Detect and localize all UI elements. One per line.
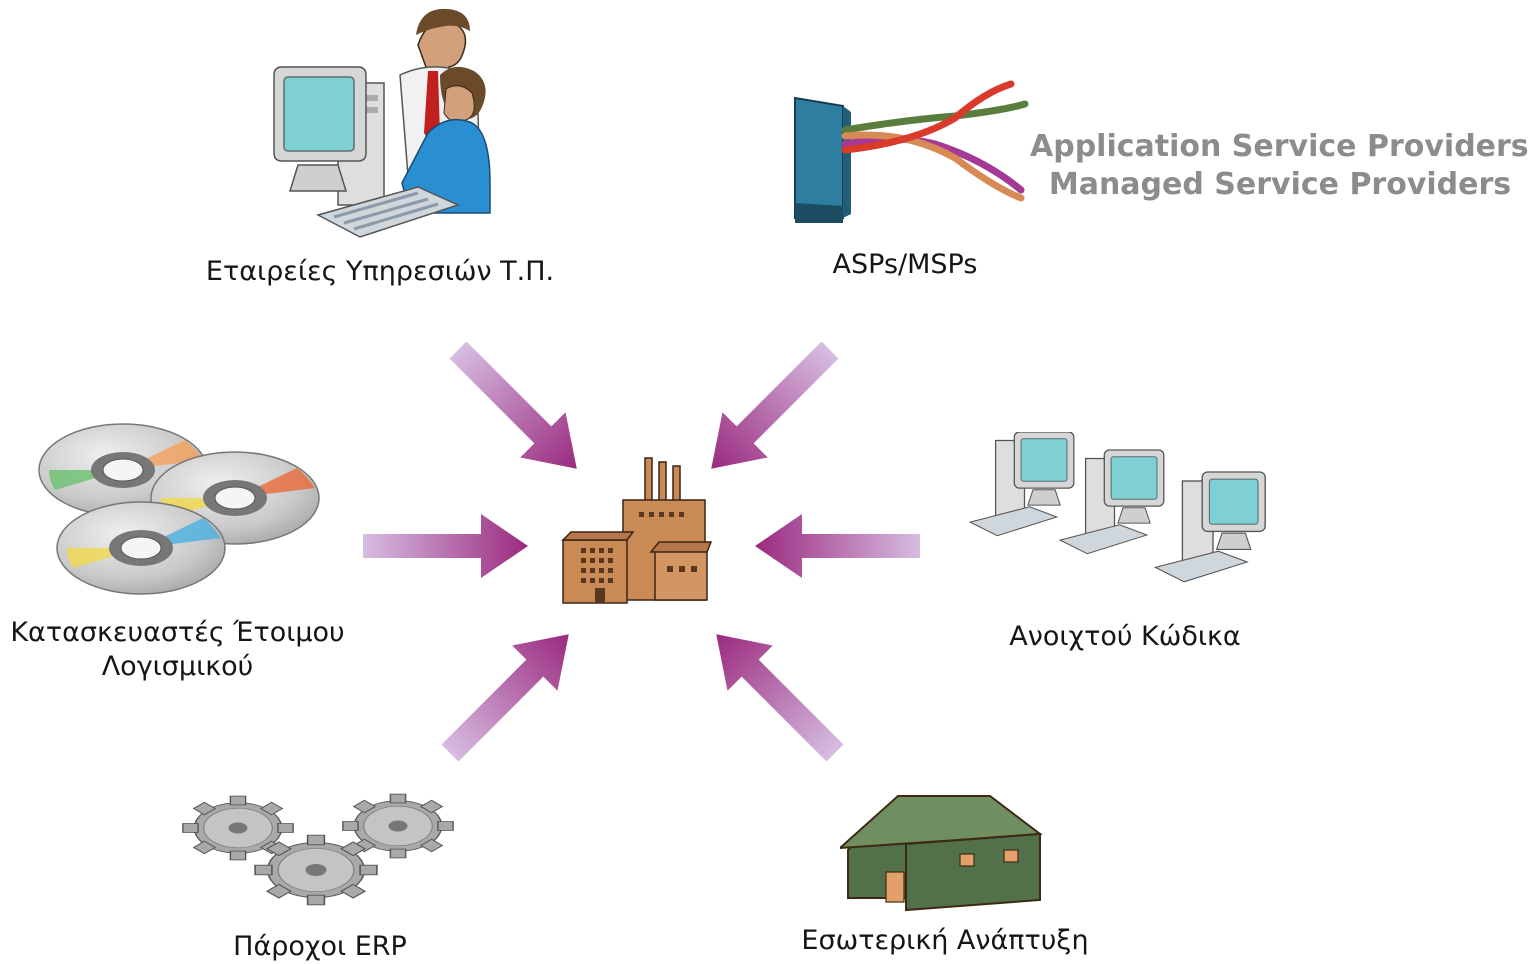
arrow-from-erp (441, 634, 569, 762)
arrow-from-open-source (755, 514, 920, 578)
cots-label-line2: Λογισμικού (101, 651, 254, 682)
computer (968, 432, 1075, 537)
open-source-label: Ανοιχτού Κώδικα (1009, 621, 1241, 652)
inhouse-label: Εσωτερική Ανάπτυξη (801, 925, 1089, 956)
asp-expansion-line1: Application Service Providers / (1030, 129, 1530, 164)
arrow-from-cots (363, 514, 528, 578)
networked-computers-icon (968, 432, 1266, 583)
computer (1153, 471, 1266, 583)
arrow-from-inhouse (716, 634, 844, 762)
cable-connector-icon (794, 80, 1029, 223)
factory-icon (561, 457, 713, 604)
asp-expansion-line2: Managed Service Providers (1048, 167, 1512, 202)
gears-icon (182, 793, 454, 906)
cd-discs-icon (38, 423, 320, 595)
computer (1058, 449, 1165, 555)
cd-disc (56, 501, 226, 595)
house-icon (840, 795, 1043, 912)
gear (254, 834, 378, 906)
workstation-people-icon (273, 8, 491, 238)
it-services-label: Εταιρείες Υπηρεσιών Τ.Π. (205, 256, 555, 287)
arrow-from-it-services (449, 341, 577, 469)
asps-label: ASPs/MSPs (832, 249, 978, 280)
arrow-from-asps (711, 341, 839, 469)
cots-label-line1: Κατασκευαστές Έτοιμου (10, 617, 345, 648)
erp-label: Πάροχοι ERP (233, 931, 407, 962)
